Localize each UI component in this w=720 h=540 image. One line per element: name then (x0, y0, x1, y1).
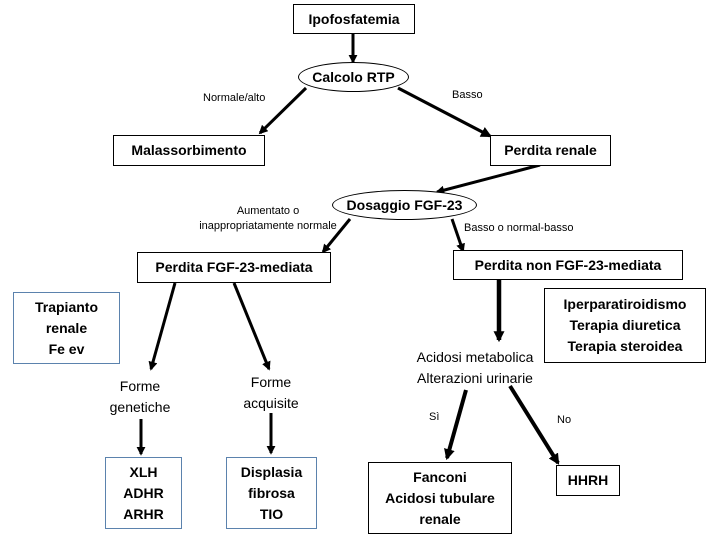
fanconi-line-2: Acidosi tubulare (385, 489, 495, 506)
node-forme-acquisite: Forme acquisite (225, 370, 317, 416)
node-fanconi: Fanconi Acidosi tubulare renale (368, 462, 512, 534)
node-displasia-fibrosa: Displasia fibrosa TIO (226, 457, 317, 529)
xlh-line-1: XLH (129, 463, 158, 480)
node-perdita-fgf23-mediata: Perdita FGF-23-mediata (137, 252, 331, 283)
node-trapianto-renale: Trapianto renale Fe ev (13, 292, 120, 364)
label-basso-normal-basso: Basso o normal-basso (464, 222, 574, 234)
displasia-line-2: fibrosa (248, 484, 295, 501)
node-calcolo-rtp: Calcolo RTP (298, 62, 409, 92)
trapianto-line-2: renale (45, 319, 88, 336)
displasia-line-3: TIO (259, 505, 284, 522)
acidosi-line-1: Acidosi metabolica (416, 349, 534, 365)
arrow-mediata-to-acquisite (232, 282, 271, 371)
node-forme-genetiche: Forme genetiche (90, 374, 190, 420)
trapianto-line-3: Fe ev (48, 340, 85, 357)
fanconi-line-1: Fanconi (413, 468, 467, 485)
node-ipofosfatemia: Ipofosfatemia (293, 4, 415, 34)
node-dosaggio-fgf23: Dosaggio FGF-23 (332, 190, 477, 220)
acidosi-line-2: Alterazioni urinarie (417, 370, 533, 386)
arrow-fgf23-to-mediata (321, 218, 352, 254)
trapianto-line-1: Trapianto (34, 298, 98, 315)
node-xlh: XLH ADHR ARHR (105, 457, 182, 529)
node-malassorbimento: Malassorbimento (113, 135, 265, 166)
fanconi-line-3: renale (419, 510, 461, 527)
node-perdita-non-fgf23-mediata: Perdita non FGF-23-mediata (453, 250, 683, 280)
forme-acquisite-line-1: Forme (250, 374, 292, 390)
label-normale-alto: Normale/alto (203, 92, 266, 104)
arrow-acidosi-to-hhrh (508, 384, 560, 465)
label-aumentato: Aumentato o inappropriatamente normale (170, 204, 366, 234)
label-no: No (557, 414, 572, 426)
arrow-acidosi-to-fanconi (444, 389, 468, 461)
node-hhrh: HHRH (556, 465, 620, 496)
displasia-line-1: Displasia (240, 463, 303, 480)
label-basso: Basso (452, 89, 483, 101)
forme-genetiche-line-1: Forme (119, 378, 161, 394)
iperparatiroidismo-line-3: Terapia steroidea (567, 338, 683, 354)
iperparatiroidismo-line-2: Terapia diuretica (569, 317, 681, 333)
node-acidosi-metabolica: Acidosi metabolica Alterazioni urinarie (395, 345, 555, 391)
label-aumentato-line-2: inappropriatamente normale (199, 219, 337, 232)
forme-genetiche-line-2: genetiche (109, 399, 171, 415)
arrow-rtp-to-malassorbimento (258, 86, 308, 135)
forme-acquisite-line-2: acquisite (243, 395, 299, 411)
arrow-fgf23-to-non-mediata (450, 218, 465, 253)
label-si: Sì (429, 411, 440, 423)
arrow-mediata-to-genetiche (148, 282, 177, 371)
iperparatiroidismo-line-1: Iperparatiroidismo (563, 296, 687, 312)
label-aumentato-line-1: Aumentato o (236, 205, 300, 217)
node-perdita-renale: Perdita renale (490, 135, 611, 166)
xlh-line-2: ADHR (123, 484, 164, 501)
arrow-perdita-renale-to-fgf23 (435, 163, 541, 195)
node-iperparatiroidismo: Iperparatiroidismo Terapia diuretica Ter… (544, 288, 706, 363)
arrow-rtp-to-perdita-renale (397, 86, 492, 138)
xlh-line-3: ARHR (123, 505, 164, 522)
